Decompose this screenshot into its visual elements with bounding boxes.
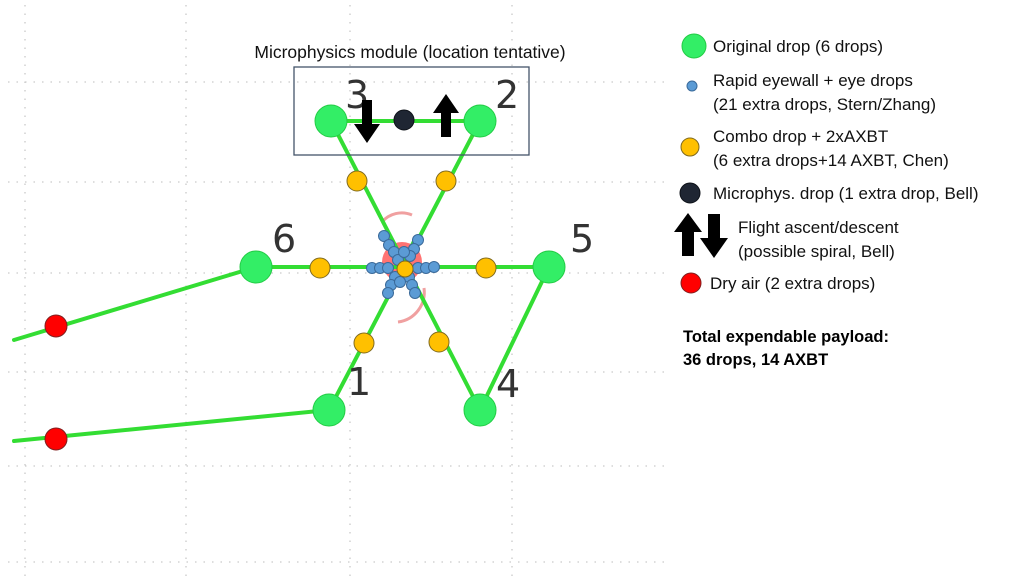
combo-drop xyxy=(435,170,457,192)
original-drop xyxy=(463,104,497,138)
microphysics-drop xyxy=(393,109,415,131)
combo-drop xyxy=(353,332,375,354)
blue-dot-icon xyxy=(686,80,698,92)
total-payload-line-2: 36 drops, 14 AXBT xyxy=(683,351,828,369)
legend-original-drop-label: Original drop (6 drops) xyxy=(713,37,883,56)
legend-flight-label-1: Flight ascent/descent xyxy=(738,218,899,237)
drop-number-5: 5 xyxy=(570,217,594,261)
dry-air-drops xyxy=(44,314,68,451)
green-circle-icon xyxy=(681,33,707,59)
eye-drop xyxy=(428,261,440,273)
flight-track xyxy=(12,119,551,443)
legend-dry-air-label: Dry air (2 extra drops) xyxy=(710,274,875,293)
eye-drop xyxy=(394,276,406,288)
combo-drop xyxy=(309,257,331,279)
original-drop xyxy=(463,393,497,427)
red-circle-icon xyxy=(680,272,702,294)
up-down-arrows-icon xyxy=(674,213,728,258)
drop-number-1: 1 xyxy=(347,360,371,404)
total-payload-line-1: Total expendable payload: xyxy=(683,328,889,346)
ascent-arrow-icon xyxy=(433,94,459,137)
original-drop xyxy=(312,393,346,427)
original-drop xyxy=(532,250,566,284)
combo-drops xyxy=(309,170,497,354)
legend-combo-drop-label-2: (6 extra drops+14 AXBT, Chen) xyxy=(713,151,949,170)
background-grid xyxy=(8,5,668,580)
eye-drop xyxy=(378,230,390,242)
drop-number-4: 4 xyxy=(496,362,520,406)
combo-drop xyxy=(428,331,450,353)
dry-air-drop xyxy=(44,314,68,338)
combo-drop xyxy=(346,170,368,192)
legend-eye-drop-label-2: (21 extra drops, Stern/Zhang) xyxy=(713,95,936,114)
descent-arrow-icon xyxy=(354,100,380,143)
eye-drop xyxy=(409,287,421,299)
eye-drops xyxy=(366,230,440,299)
microphysics-module-box xyxy=(293,66,530,156)
original-drop xyxy=(239,250,273,284)
original-drop xyxy=(314,104,348,138)
drop-number-6: 6 xyxy=(272,217,296,261)
microphysics-module-title: Microphysics module (location tentative) xyxy=(254,42,565,62)
legend-flight-label-2: (possible spiral, Bell) xyxy=(738,242,895,261)
legend-microphys-drop-label: Microphys. drop (1 extra drop, Bell) xyxy=(713,184,979,203)
legend: Original drop (6 drops) Rapid eyewall + … xyxy=(674,33,979,369)
dry-air-drop xyxy=(44,427,68,451)
combo-drop xyxy=(475,257,497,279)
drop-number-2: 2 xyxy=(495,73,519,117)
legend-combo-drop-label-1: Combo drop + 2xAXBT xyxy=(713,127,888,146)
eye-drop xyxy=(382,262,394,274)
original-drops xyxy=(239,104,566,427)
legend-eye-drop-label-1: Rapid eyewall + eye drops xyxy=(713,71,913,90)
dark-circle-icon xyxy=(679,182,701,204)
orange-circle-icon xyxy=(680,137,700,157)
eye-drop xyxy=(398,246,410,258)
eye-drop xyxy=(382,287,394,299)
combo-drop xyxy=(396,260,414,278)
